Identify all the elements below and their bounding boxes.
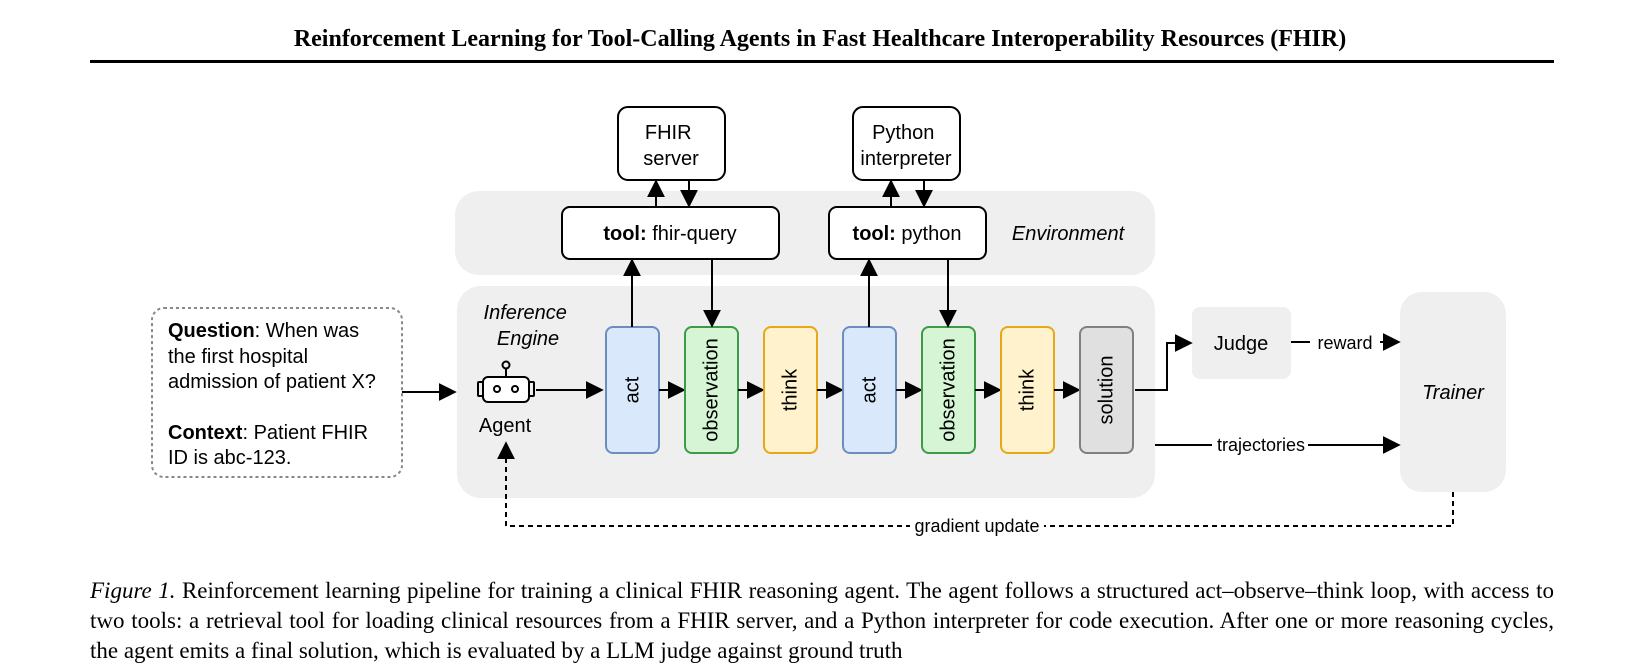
fhir-server-box [617,106,726,181]
tool-fhir-query-box [561,206,780,260]
step-label-think: think [780,368,802,411]
trainer-panel [1400,292,1506,492]
tool-python-box [828,206,987,260]
page-title: Reinforcement Learning for Tool-Calling … [293,26,1347,52]
judge-label: Judge [1214,333,1269,355]
step-label-act: act [622,376,644,403]
step-box-solution [1079,326,1134,454]
title-rule [90,60,1554,63]
pipeline-diagram: Question: When was the first hospital ad… [151,106,1506,538]
gradient-label-bg [910,514,1044,538]
reward-label: reward [1317,333,1372,353]
figure-caption: Figure 1. Reinforcement learning pipelin… [90,576,1554,666]
gradient-update-label: gradient update [914,516,1039,536]
step-label-act: act [859,376,881,403]
figure-label: Figure 1. [90,578,176,603]
question-text: Question: When was the first hospital ad… [168,320,381,469]
step-label-solution: solution [1096,356,1118,425]
python-interpreter-label: Python interpreter [860,122,951,170]
tool-python-label: tool: python [853,223,962,245]
step-label-think: think [1017,368,1039,411]
step-label-observation: observation [938,338,960,441]
python-interpreter-box [852,106,961,181]
inference-engine-label: Inference Engine [484,302,573,350]
tool-fhir-query-label: tool: fhir-query [603,223,736,245]
agent-label: Agent [479,415,532,437]
trajectories-label: trajectories [1217,435,1305,455]
environment-label: Environment [1012,223,1126,245]
step-sequence: act observation think act observation think so… [605,326,1134,454]
trainer-label: Trainer [1422,382,1485,404]
fhir-server-label: FHIR server [643,122,699,170]
step-label-observation: observation [701,338,723,441]
question-box [151,307,403,478]
caption-text: Reinforcement learning pipeline for trai… [90,578,1554,663]
trajectories-label-bg [1212,433,1308,457]
reward-label-bg [1310,330,1380,354]
arrow-solution-to-judge [1135,334,1193,391]
robot-icon [477,360,535,403]
judge-box [1192,307,1291,379]
